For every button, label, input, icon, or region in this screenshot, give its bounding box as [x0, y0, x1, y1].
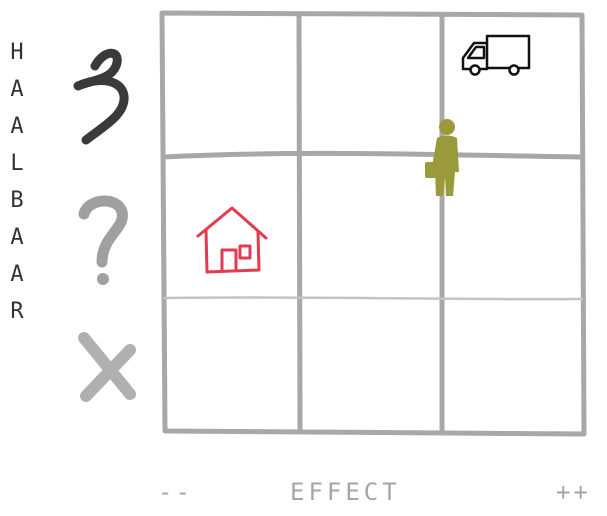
axis-letter: A	[10, 77, 24, 102]
truck-icon	[461, 34, 531, 76]
house-icon	[196, 206, 268, 274]
feasibility-axis-label: H A A L B A A R	[6, 34, 28, 330]
grid-divider-horizontal-2	[162, 296, 584, 301]
axis-letter: H	[10, 40, 24, 65]
axis-letter: A	[10, 114, 24, 139]
axis-letter: L	[10, 151, 24, 176]
axis-letter: A	[10, 262, 24, 287]
axis-letter: A	[10, 225, 24, 250]
axis-letter: R	[10, 299, 24, 324]
matrix-grid	[159, 10, 587, 437]
effect-high-label: ++	[556, 478, 591, 506]
axis-letter: B	[10, 188, 24, 213]
question-mark-icon	[78, 195, 128, 285]
grid-frame	[159, 10, 587, 437]
grid-divider-vertical-1	[296, 12, 303, 435]
check-scribble-icon	[73, 48, 129, 145]
person-icon	[425, 119, 459, 196]
effect-axis-title: EFFECT	[290, 478, 401, 506]
x-mark-icon	[78, 332, 136, 402]
effect-low-label: --	[158, 478, 193, 506]
grid-divider-horizontal-1	[160, 150, 584, 160]
